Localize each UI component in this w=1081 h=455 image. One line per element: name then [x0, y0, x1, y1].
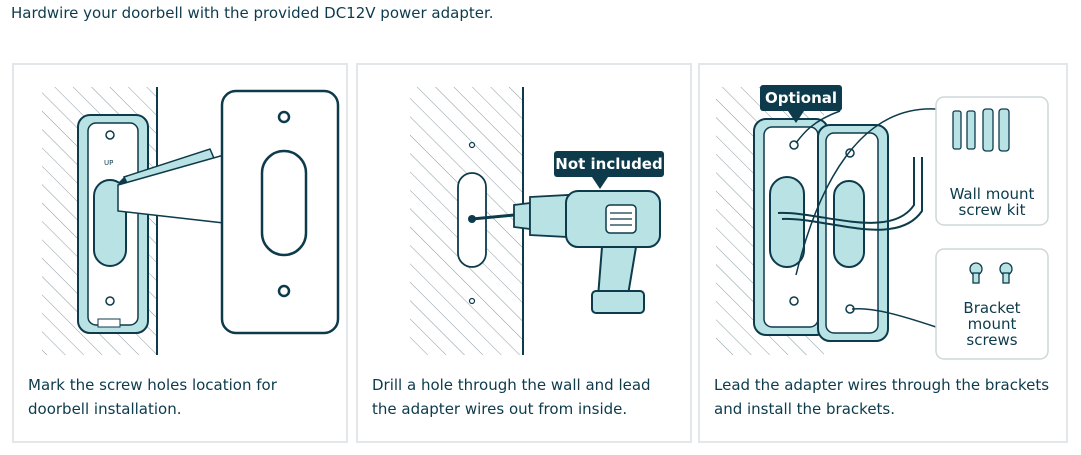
- assembly-arrows: [795, 108, 937, 328]
- wall-screws-icon: [952, 108, 1010, 152]
- bracket-line-3: screws: [966, 331, 1017, 349]
- back-bracket: [753, 118, 829, 336]
- step-panel-1: UP Mark the screw holes location for doo…: [12, 63, 348, 443]
- bracket-screws-icon: [969, 262, 1013, 284]
- step-panel-2: Not included Drill a hole through the wa…: [356, 63, 692, 443]
- zoomed-mount-plate: [220, 89, 340, 335]
- bracket-screws-box: Bracket mount screws: [935, 248, 1049, 360]
- step-1-illustration: UP: [42, 87, 340, 355]
- step-1-caption: Mark the screw holes location for doorbe…: [28, 376, 277, 418]
- wall-mount-line-1: Wall mount: [950, 185, 1035, 203]
- step-2-illustration: Not included: [410, 87, 664, 355]
- not-included-badge: Not included: [554, 151, 664, 189]
- screw-hole-mark: [468, 297, 476, 305]
- screw-hole-mark: [468, 141, 476, 149]
- page-title: Hardwire your doorbell with the provided…: [11, 4, 494, 22]
- svg-text:UP: UP: [104, 159, 113, 167]
- step-2-caption: Drill a hole through the wall and lead t…: [372, 376, 651, 418]
- step-3-caption: Lead the adapter wires through the brack…: [714, 376, 1050, 418]
- bracket-line-1: Bracket: [963, 299, 1020, 317]
- step-3-illustration: Optional Wall mount screw kit Bracket: [716, 85, 1049, 360]
- drill-icon: [471, 190, 661, 314]
- not-included-label: Not included: [555, 155, 662, 173]
- wall-mount-line-2: screw kit: [959, 201, 1026, 219]
- wall-mount-kit-box: Wall mount screw kit: [935, 96, 1049, 226]
- optional-label: Optional: [765, 89, 837, 107]
- step-panel-3: Optional Wall mount screw kit Bracket: [698, 63, 1068, 443]
- doorbell-bracket: UP: [77, 114, 149, 334]
- bracket-line-2: mount: [968, 315, 1017, 333]
- adapter-wires: [777, 157, 915, 224]
- optional-badge: Optional: [760, 85, 842, 123]
- front-bracket: [817, 124, 889, 342]
